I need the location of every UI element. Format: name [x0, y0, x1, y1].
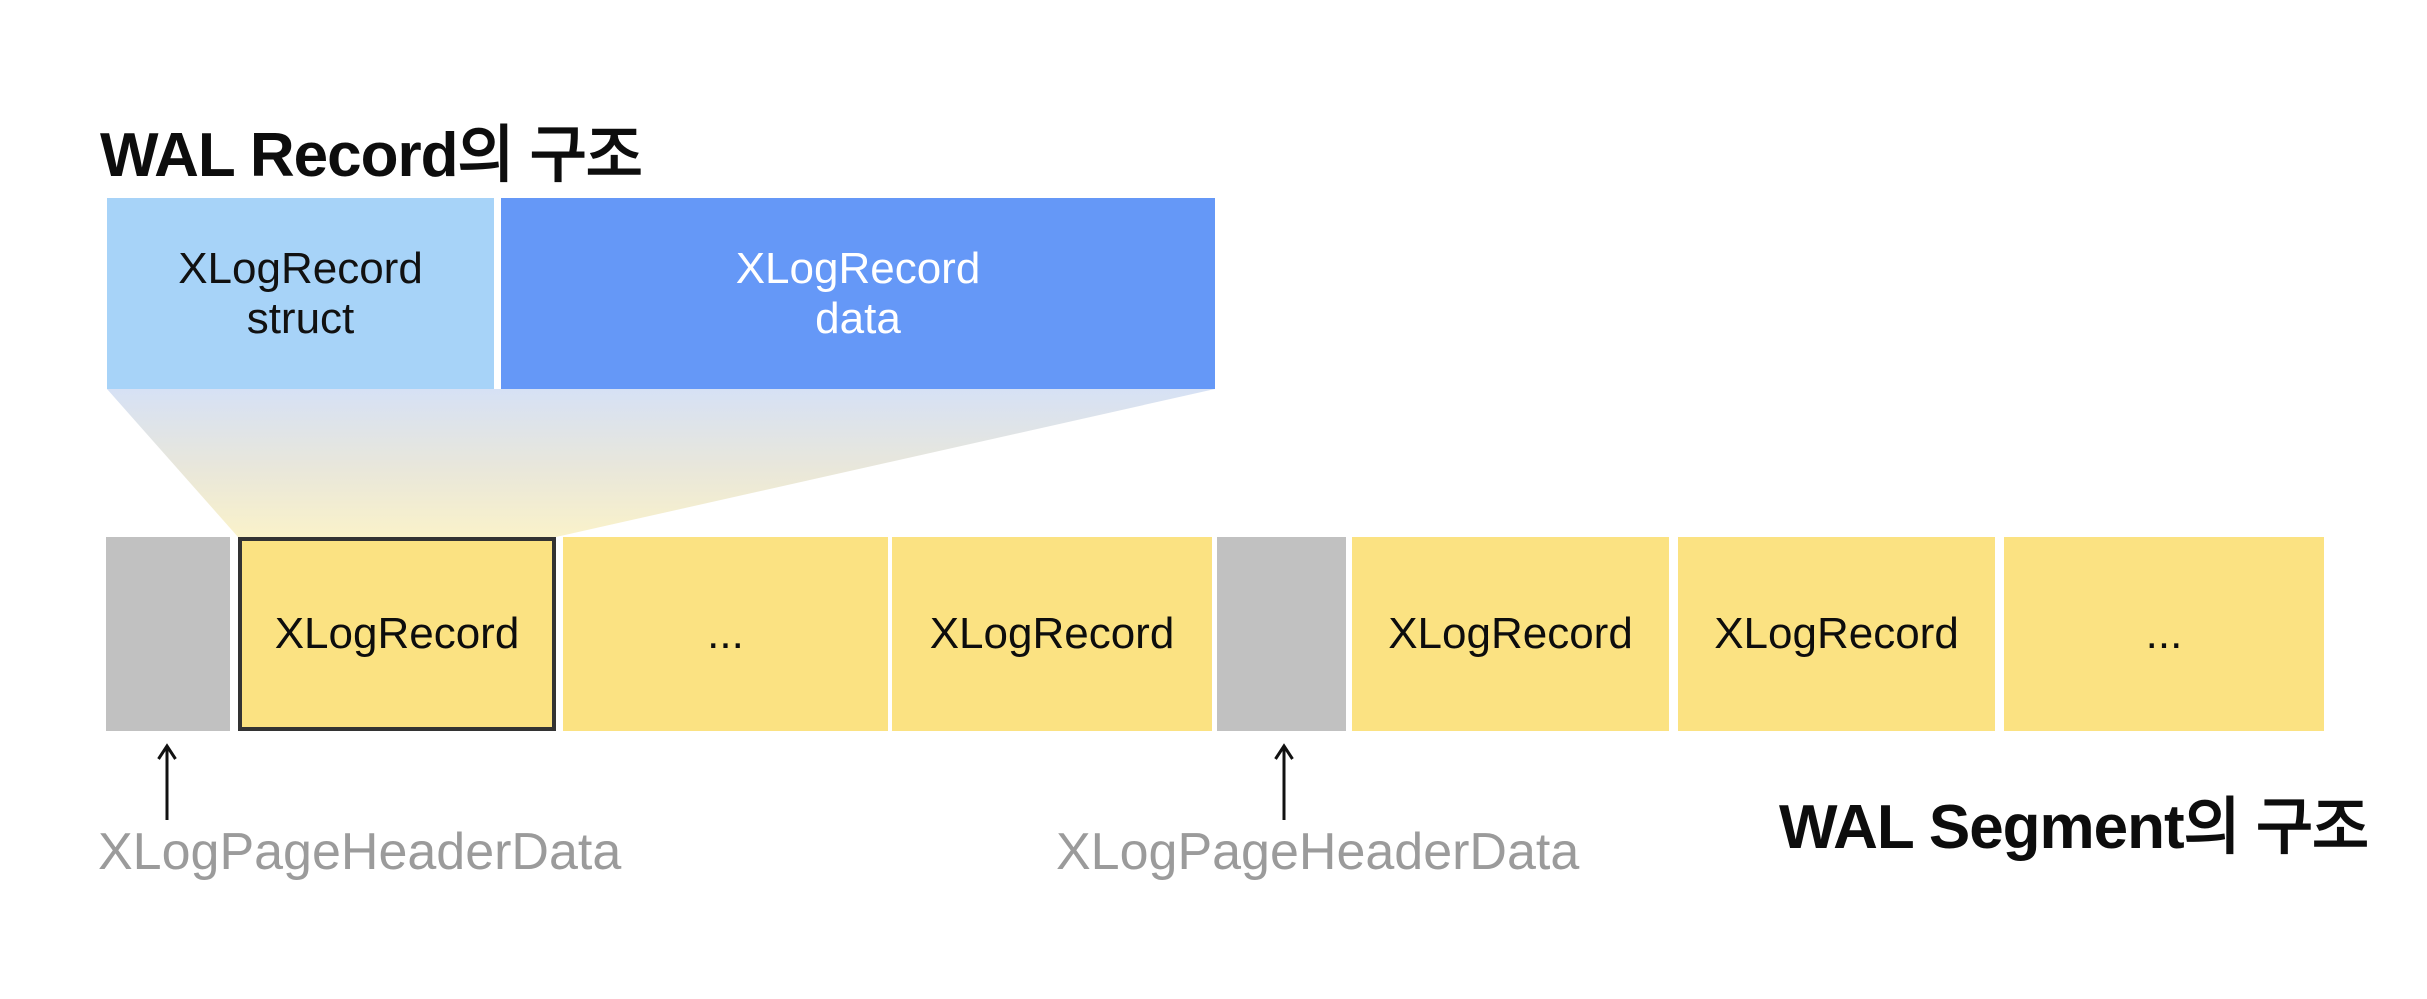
segment-cell-xlogrecord-2: XLogRecord	[892, 537, 1212, 731]
segment-cell-label: XLogRecord	[929, 609, 1175, 658]
up-arrow-icon	[157, 743, 177, 820]
segment-cell-label: XLogRecord	[1714, 609, 1959, 658]
segment-cell-ellipsis-1: ...	[563, 537, 888, 731]
segment-cell-label: XLogRecord	[274, 609, 520, 658]
zoom-funnel-shape	[107, 389, 1215, 537]
segment-cell-label: ...	[2145, 609, 2183, 658]
xlogrecord-data-box: XLogRecord data	[501, 198, 1215, 389]
segment-cell-xlogrecord-4: XLogRecord	[1678, 537, 1995, 731]
wal-segment-title: WAL Segment의 구조	[1779, 793, 2369, 862]
segment-cell-page-header-1	[106, 537, 230, 731]
segment-cell-xlogrecord-3: XLogRecord	[1352, 537, 1669, 731]
page-header-annotation-1: XLogPageHeaderData	[98, 823, 622, 881]
xlogrecord-data-label: XLogRecord data	[735, 244, 981, 343]
xlogrecord-struct-label: XLogRecord struct	[178, 244, 423, 343]
wal-record-title: WAL Record의 구조	[100, 121, 643, 190]
segment-cell-xlogrecord-highlighted: XLogRecord	[238, 537, 556, 731]
page-header-annotation-2: XLogPageHeaderData	[1056, 823, 1580, 881]
segment-cell-label: XLogRecord	[1388, 609, 1633, 658]
segment-cell-page-header-2	[1217, 537, 1346, 731]
xlogrecord-struct-box: XLogRecord struct	[107, 198, 494, 389]
up-arrow-icon	[1274, 743, 1294, 820]
segment-cell-ellipsis-2: ...	[2004, 537, 2324, 731]
segment-cell-label: ...	[707, 609, 744, 658]
